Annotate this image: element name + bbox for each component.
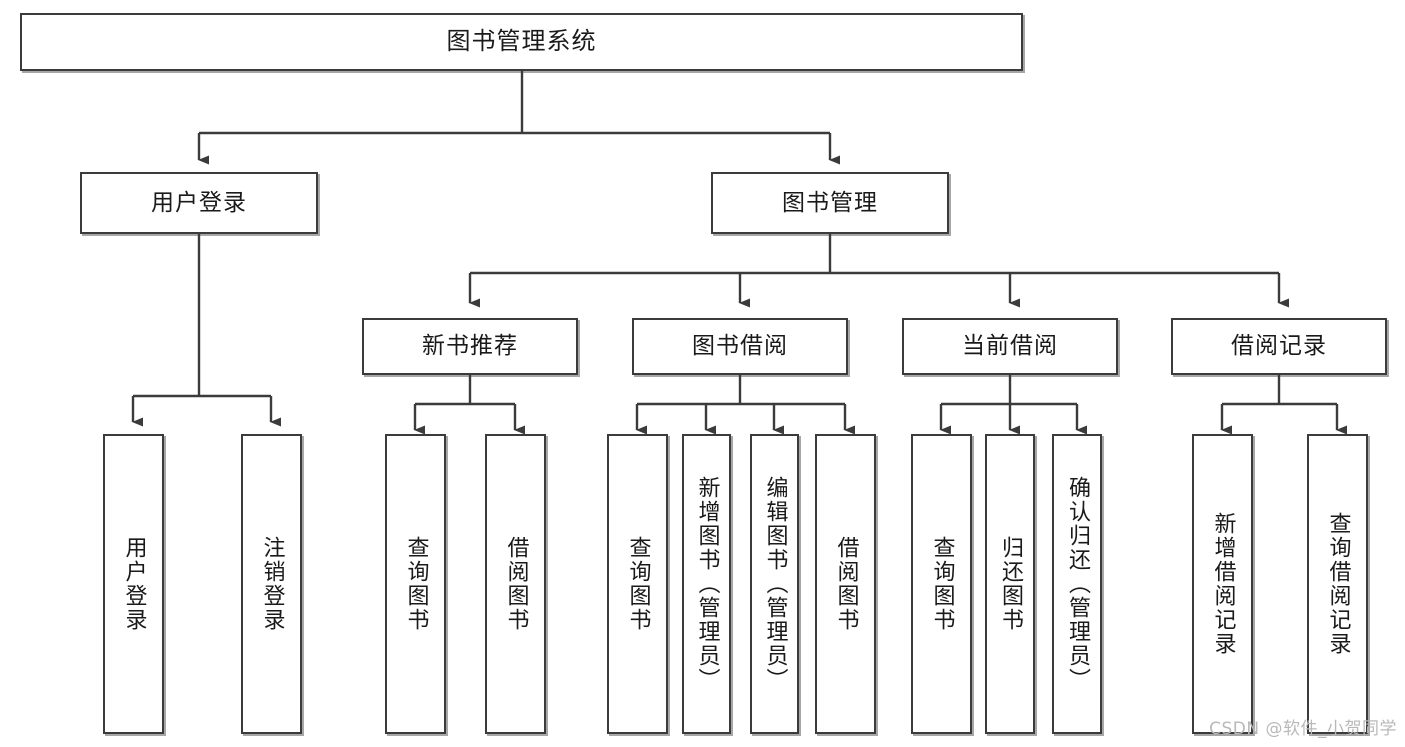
node-borrow-record[interactable]: 借阅记录 — [1171, 318, 1387, 375]
node-label: 当前借阅 — [962, 333, 1058, 360]
node-current-borrow[interactable]: 当前借阅 — [902, 318, 1118, 375]
node-leaf-user-login[interactable]: 用户登录 — [103, 434, 164, 734]
node-label: 编辑图书（管理员） — [762, 476, 788, 692]
node-leaf-borrow-book-recommend[interactable]: 借阅图书 — [485, 434, 546, 734]
node-leaf-add-book[interactable]: 新增图书（管理员） — [682, 434, 731, 734]
node-label: 查询图书 — [929, 536, 955, 632]
node-label: 借阅图书 — [833, 536, 859, 632]
node-leaf-add-borrow-record[interactable]: 新增借阅记录 — [1192, 434, 1253, 734]
node-label: 图书管理 — [782, 189, 878, 216]
watermark-text: CSDN @软件_小贺同学 — [1209, 719, 1397, 739]
node-leaf-query-book-borrow[interactable]: 查询图书 — [607, 434, 668, 734]
node-leaf-borrow-book[interactable]: 借阅图书 — [815, 434, 876, 734]
node-root-book-management-system[interactable]: 图书管理系统 — [20, 13, 1023, 71]
node-label: 用户登录 — [151, 189, 247, 216]
node-leaf-confirm-return[interactable]: 确认归还（管理员） — [1052, 434, 1102, 734]
node-leaf-edit-book[interactable]: 编辑图书（管理员） — [750, 434, 799, 734]
node-label: 用户登录 — [121, 536, 147, 632]
node-label: 新书推荐 — [422, 333, 518, 360]
node-user-login[interactable]: 用户登录 — [80, 172, 318, 234]
node-label: 借阅记录 — [1231, 333, 1327, 360]
node-leaf-query-book-current[interactable]: 查询图书 — [911, 434, 972, 734]
node-leaf-logout-login[interactable]: 注销登录 — [241, 434, 302, 734]
node-label: 图书管理系统 — [446, 27, 597, 56]
node-leaf-query-borrow-record[interactable]: 查询借阅记录 — [1307, 434, 1368, 734]
node-leaf-return-book[interactable]: 归还图书 — [985, 434, 1035, 734]
node-new-book-recommend[interactable]: 新书推荐 — [362, 318, 578, 375]
node-label: 新增借阅记录 — [1210, 512, 1236, 656]
node-book-borrow[interactable]: 图书借阅 — [632, 318, 848, 375]
node-label: 查询借阅记录 — [1325, 512, 1351, 656]
node-label: 确认归还（管理员） — [1064, 476, 1090, 692]
node-label: 图书借阅 — [692, 333, 788, 360]
node-leaf-query-book-recommend[interactable]: 查询图书 — [385, 434, 446, 734]
node-book-management[interactable]: 图书管理 — [711, 172, 949, 234]
node-label: 查询图书 — [625, 536, 651, 632]
node-label: 借阅图书 — [503, 536, 529, 632]
node-label: 查询图书 — [403, 536, 429, 632]
node-label: 归还图书 — [997, 536, 1023, 632]
node-label: 新增图书（管理员） — [694, 476, 720, 692]
node-label: 注销登录 — [259, 536, 285, 632]
